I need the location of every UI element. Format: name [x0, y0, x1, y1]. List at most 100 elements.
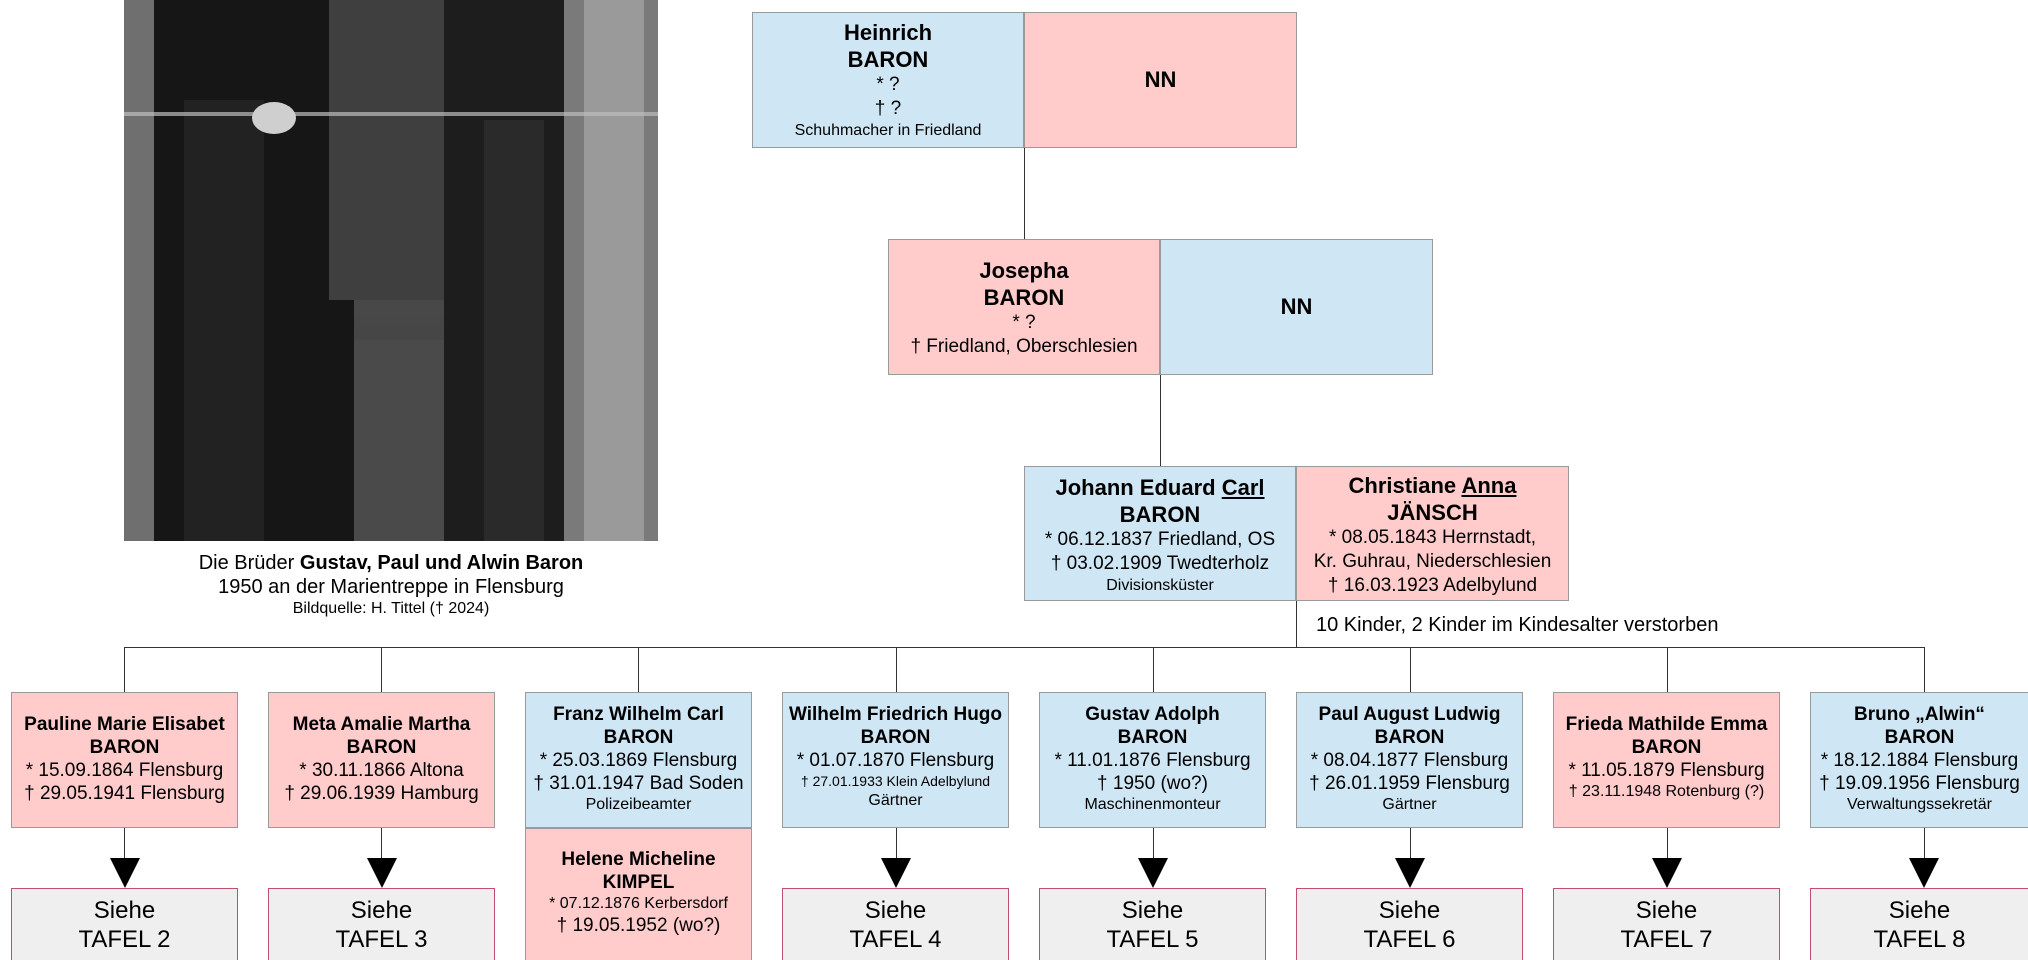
first-name: Frieda Mathilde Emma: [1565, 714, 1768, 735]
birth: * 30.11.1866 Altona: [299, 760, 464, 781]
arrow-stem: [1410, 828, 1411, 858]
arrow-down-icon: [1138, 858, 1168, 888]
photo-caption: Die Brüder Gustav, Paul und Alwin Baron …: [124, 551, 658, 619]
call-name: Carl: [1221, 475, 1265, 500]
birth: * 08.05.1843 Herrnstadt,: [1328, 527, 1537, 548]
drop-line: [1410, 647, 1411, 692]
person-gustav-adolph-baron[interactable]: Gustav Adolph BARON * 11.01.1876 Flensbu…: [1039, 692, 1266, 828]
last-name: JÄNSCH: [1387, 500, 1478, 525]
death: † 19.05.1952 (wo?): [556, 915, 721, 936]
death: † 31.01.1947 Bad Soden: [533, 773, 744, 794]
arrow-down-icon: [110, 858, 140, 888]
last-name: BARON: [1374, 727, 1445, 748]
last-name: BARON: [860, 727, 931, 748]
person-wilhelm-friedrich-hugo-baron[interactable]: Wilhelm Friedrich Hugo BARON * 01.07.187…: [782, 692, 1009, 828]
person-bruno-alwin-baron[interactable]: Bruno „Alwin“ BARON * 18.12.1884 Flensbu…: [1810, 692, 2028, 828]
death: † 1950 (wo?): [1097, 773, 1208, 794]
person-frieda-mathilde-emma-baron[interactable]: Frieda Mathilde Emma BARON * 11.05.1879 …: [1553, 692, 1780, 828]
last-name: KIMPEL: [602, 872, 675, 893]
birth: * 15.09.1864 Flensburg: [25, 760, 224, 781]
person-johann-eduard-carl-baron[interactable]: Johann Eduard Carl BARON * 06.12.1837 Fr…: [1024, 466, 1296, 601]
person-josepha-baron[interactable]: Josepha BARON * ? † Friedland, Oberschle…: [888, 239, 1160, 375]
death: † 16.03.1923 Adelbylund: [1327, 575, 1538, 596]
birth: * 11.05.1879 Flensburg: [1568, 760, 1765, 781]
birth: * ?: [876, 74, 900, 95]
ref-tafel-8[interactable]: Siehe TAFEL 8: [1810, 888, 2028, 960]
death: † ?: [874, 98, 902, 119]
first-name: Christiane Anna: [1297, 472, 1568, 499]
caption-names: Gustav, Paul und Alwin Baron: [299, 552, 584, 574]
death: † 29.06.1939 Hamburg: [284, 783, 479, 804]
unknown-name: NN: [1280, 294, 1313, 319]
ref-label: Siehe: [864, 896, 927, 924]
photo-source: Bildquelle: H. Tittel († 2024): [292, 600, 490, 617]
arrow-stem: [381, 828, 382, 858]
first-name: Josepha: [979, 258, 1069, 283]
ref-table: TAFEL 6: [1363, 925, 1456, 953]
drop-line: [381, 647, 382, 692]
drop-line: [1153, 647, 1154, 692]
ref-table: TAFEL 5: [1106, 925, 1199, 953]
ref-table: TAFEL 3: [335, 925, 428, 953]
ref-tafel-2[interactable]: Siehe TAFEL 2: [11, 888, 238, 960]
birth: * 07.12.1876 Kerbersdorf: [549, 895, 728, 912]
arrow-stem: [1153, 828, 1154, 858]
connector-gen1-gen2: [1024, 148, 1025, 239]
drop-line: [124, 647, 125, 692]
birth: * ?: [1012, 312, 1036, 333]
last-name: BARON: [1119, 502, 1201, 527]
birth: * 08.04.1877 Flensburg: [1310, 750, 1509, 771]
person-franz-wilhelm-carl-baron[interactable]: Franz Wilhelm Carl BARON * 25.03.1869 Fl…: [525, 692, 752, 828]
first-name: Heinrich: [843, 20, 933, 45]
arrow-stem: [896, 828, 897, 858]
arrow-stem: [124, 828, 125, 858]
occupation: Polizeibeamter: [585, 796, 692, 813]
caption-line2: 1950 an der Marientreppe in Flensburg: [218, 576, 564, 598]
birth: * 18.12.1884 Flensburg: [1820, 750, 2019, 771]
first-name: Paul August Ludwig: [1318, 704, 1501, 725]
arrow-down-icon: [1395, 858, 1425, 888]
last-name: BARON: [983, 285, 1065, 310]
ref-tafel-7[interactable]: Siehe TAFEL 7: [1553, 888, 1780, 960]
first-name: Meta Amalie Martha: [292, 714, 471, 735]
last-name: BARON: [603, 727, 674, 748]
birth-place-2: Kr. Guhrau, Niederschlesien: [1313, 551, 1552, 572]
ref-tafel-4[interactable]: Siehe TAFEL 4: [782, 888, 1009, 960]
arrow-down-icon: [881, 858, 911, 888]
arrow-down-icon: [367, 858, 397, 888]
drop-line: [896, 647, 897, 692]
ref-label: Siehe: [350, 896, 413, 924]
person-pauline-marie-elisabet-baron[interactable]: Pauline Marie Elisabet BARON * 15.09.186…: [11, 692, 238, 828]
person-meta-amalie-martha-baron[interactable]: Meta Amalie Martha BARON * 30.11.1866 Al…: [268, 692, 495, 828]
children-horizontal-line: [124, 647, 1925, 648]
ref-label: Siehe: [93, 896, 156, 924]
ref-tafel-3[interactable]: Siehe TAFEL 3: [268, 888, 495, 960]
call-name: Anna: [1461, 473, 1517, 498]
occupation: Maschinenmonteur: [1084, 796, 1221, 813]
person-nn-wife[interactable]: NN: [1024, 12, 1297, 148]
drop-line: [1667, 647, 1668, 692]
first-name: Helene Micheline: [561, 849, 716, 870]
ref-table: TAFEL 2: [78, 925, 171, 953]
last-name: BARON: [89, 737, 160, 758]
occupation: Divisionsküster: [1106, 577, 1214, 594]
last-name: BARON: [346, 737, 417, 758]
person-heinrich-baron[interactable]: Heinrich BARON * ? † ? Schuhmacher in Fr…: [752, 12, 1024, 148]
person-christiane-anna-jaensch[interactable]: Christiane Anna JÄNSCH * 08.05.1843 Herr…: [1296, 466, 1569, 601]
person-helene-micheline-kimpel[interactable]: Helene Micheline KIMPEL * 07.12.1876 Ker…: [525, 828, 752, 960]
first-names: Christiane: [1348, 473, 1462, 498]
death: † 26.01.1959 Flensburg: [1309, 773, 1510, 794]
occupation: Gärtner: [868, 792, 923, 809]
ref-tafel-5[interactable]: Siehe TAFEL 5: [1039, 888, 1266, 960]
last-name: BARON: [1631, 737, 1702, 758]
ref-table: TAFEL 7: [1620, 925, 1713, 953]
person-nn-husband[interactable]: NN: [1160, 239, 1433, 375]
drop-line: [1924, 647, 1925, 692]
ref-tafel-6[interactable]: Siehe TAFEL 6: [1296, 888, 1523, 960]
person-paul-august-ludwig-baron[interactable]: Paul August Ludwig BARON * 08.04.1877 Fl…: [1296, 692, 1523, 828]
unknown-name: NN: [1144, 67, 1177, 92]
death: † 27.01.1933 Klein Adelbylund: [800, 773, 991, 789]
first-name: Pauline Marie Elisabet: [24, 714, 225, 735]
first-names: Johann Eduard: [1055, 475, 1222, 500]
death: † 19.09.1956 Flensburg: [1819, 773, 2020, 794]
